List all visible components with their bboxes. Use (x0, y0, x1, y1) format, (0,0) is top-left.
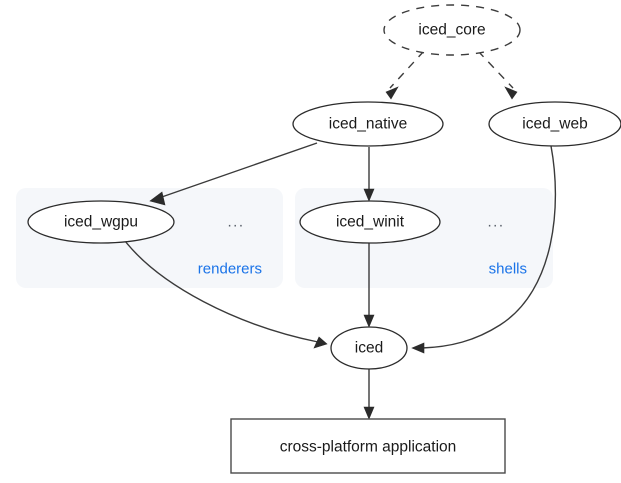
edge-iced-wgpu-to-iced-line (124, 240, 319, 343)
edge-iced-web-to-iced (411, 145, 557, 354)
edge-iced-winit-to-iced (363, 243, 375, 328)
edge-iced-core-to-iced-web-arrow (504, 86, 518, 100)
node-iced-shape[interactable] (330, 326, 408, 370)
node-iced-core[interactable]: iced_core (383, 4, 521, 56)
node-iced-native-shape[interactable] (292, 101, 444, 147)
node-iced-native[interactable]: iced_native (292, 101, 444, 147)
node-iced-web-shape[interactable] (488, 101, 621, 147)
edge-iced-core-to-iced-web-line (477, 50, 514, 89)
edge-iced-web-to-iced-line (421, 145, 557, 349)
edge-iced-to-application-arrow (363, 406, 375, 420)
edge-iced-core-to-iced-web (477, 50, 518, 100)
edge-iced-native-to-iced-wgpu-line (155, 142, 318, 200)
edge-iced-native-to-iced-wgpu-arrow (149, 191, 166, 206)
cluster-shells-ellipsis: ... (487, 214, 504, 231)
edge-iced-wgpu-to-iced-arrow (313, 336, 328, 349)
edge-iced-winit-to-iced-arrow (363, 314, 375, 328)
edge-iced-wgpu-to-iced (124, 240, 328, 349)
edge-iced-native-to-iced-wgpu (149, 142, 318, 206)
node-iced-wgpu-shape[interactable] (27, 200, 175, 244)
node-iced-web[interactable]: iced_web (488, 101, 621, 147)
node-cross-platform-application[interactable]: cross-platform application (230, 418, 506, 474)
cluster-renderers-label: renderers (198, 261, 262, 278)
node-iced-core-shape[interactable] (383, 4, 521, 56)
cluster-renderers-ellipsis: ... (227, 214, 244, 231)
edge-iced-core-to-iced-native (385, 50, 425, 100)
edge-iced-web-to-iced-arrow (411, 342, 425, 354)
node-iced[interactable]: iced (330, 326, 408, 370)
cluster-shells-label: shells (489, 261, 527, 278)
edge-iced-native-to-iced-winit-arrow (363, 188, 375, 202)
node-cross-platform-application-shape[interactable] (230, 418, 506, 474)
edge-iced-core-to-iced-native-arrow (385, 86, 399, 100)
node-iced-winit[interactable]: iced_winit (299, 200, 441, 244)
node-iced-wgpu[interactable]: iced_wgpu (27, 200, 175, 244)
edge-iced-core-to-iced-native-line (389, 50, 425, 89)
node-iced-winit-shape[interactable] (299, 200, 441, 244)
edge-iced-to-application (363, 369, 375, 420)
edge-iced-native-to-iced-winit (363, 147, 375, 202)
